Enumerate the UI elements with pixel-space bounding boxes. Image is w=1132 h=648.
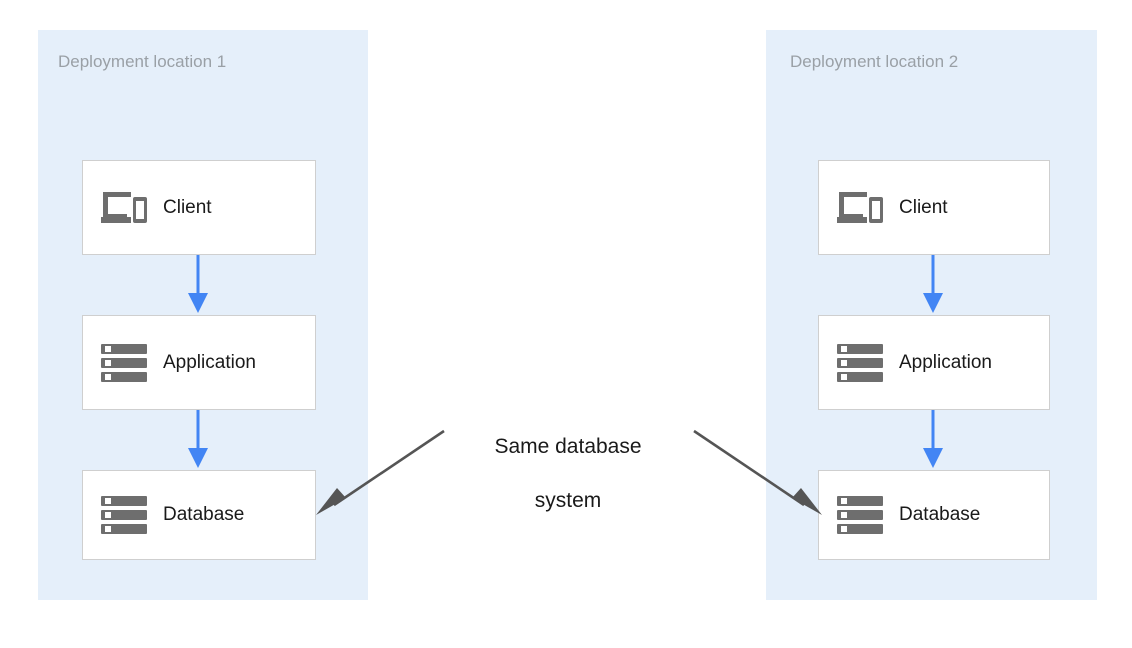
node-database-2-label: Database — [899, 504, 981, 525]
flow-arrow-application-1-to-database-1 — [183, 410, 213, 470]
flow-arrow-client-1-to-application-1 — [183, 255, 213, 315]
node-database-1[interactable]: Database — [82, 470, 316, 560]
callout-arrow-to-database-1 — [310, 425, 450, 520]
deployment-zone-1-label: Deployment location 1 — [58, 52, 227, 71]
node-application-2-label: Application — [899, 351, 992, 373]
annotation-same-database-system: Same database system — [443, 406, 693, 541]
server-icon — [837, 343, 883, 383]
node-client-2[interactable]: Client — [818, 160, 1050, 255]
flow-arrow-application-2-to-database-2 — [918, 410, 948, 470]
node-client-1-label: Client — [163, 196, 212, 218]
node-client-2-label: Client — [899, 196, 948, 218]
node-application-2[interactable]: Application — [818, 315, 1050, 410]
server-icon — [101, 495, 147, 535]
server-icon — [101, 343, 147, 383]
annotation-line-2: system — [534, 489, 602, 512]
devices-icon — [837, 190, 883, 226]
node-database-2[interactable]: Database — [818, 470, 1050, 560]
callout-arrow-to-database-2 — [688, 425, 828, 520]
node-application-1[interactable]: Application — [82, 315, 316, 410]
flow-arrow-client-2-to-application-2 — [918, 255, 948, 315]
deployment-zone-2-label: Deployment location 2 — [790, 52, 959, 71]
node-client-1[interactable]: Client — [82, 160, 316, 255]
server-icon — [837, 495, 883, 535]
node-database-1-label: Database — [163, 504, 245, 525]
devices-icon — [101, 190, 147, 226]
node-application-1-label: Application — [163, 351, 256, 373]
annotation-line-1: Same database — [494, 435, 642, 458]
